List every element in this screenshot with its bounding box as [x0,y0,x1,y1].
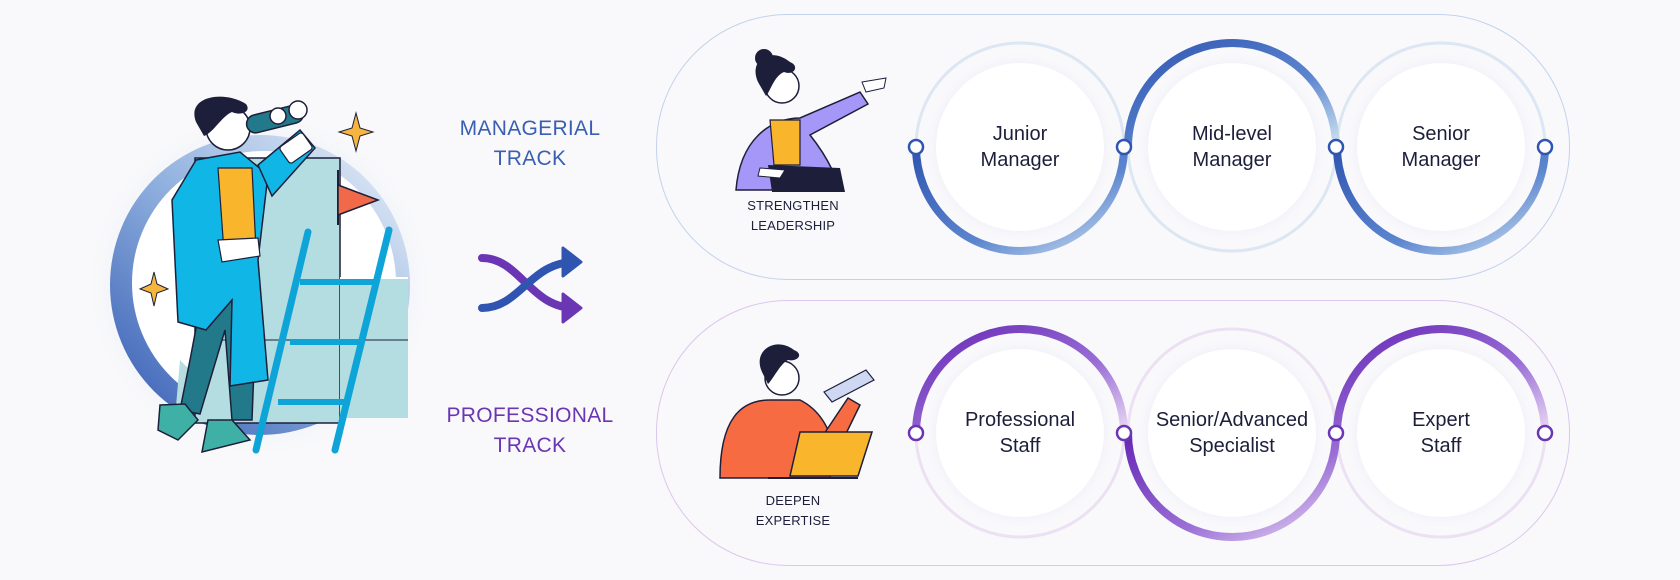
stage-label-line2: Manager [1192,149,1272,171]
stage-label-line1: Senior [1412,123,1470,145]
professional-caption: DEEPEN EXPERTISE [723,491,863,531]
managerial-caption-line2: LEADERSHIP [750,218,836,233]
professional-caption-line1: DEEPEN [765,493,821,508]
main-illustration [85,96,435,460]
managerial-caption: STRENGTHEN LEADERSHIP [723,196,863,236]
stage-label-line2: Staff [999,435,1041,457]
professional-track-label: PROFESSIONAL TRACK [430,401,630,461]
managerial-track-label-line2: TRACK [493,147,567,170]
stage-senior-advanced-specialist: Senior/Advanced Specialist [1148,349,1316,517]
shuffle-arrows-icon [478,246,583,324]
stage-label-line2: Manager [980,149,1060,171]
stage-label-line2: Specialist [1189,435,1275,457]
stage-label-line1: Professional [964,409,1076,431]
professional-track-label-line1: PROFESSIONAL [446,404,614,427]
stage-junior-manager: Junior Manager [936,63,1104,231]
managerial-track-label-line1: MANAGERIAL [459,117,601,140]
stage-label-line2: Staff [1420,435,1462,457]
managerial-caption-line1: STRENGTHEN [747,198,839,213]
professional-caption-line2: EXPERTISE [755,513,831,528]
stage-label-line1: Mid-level [1191,123,1273,145]
stage-label-line1: Junior [992,123,1048,145]
stage-senior-manager: Senior Manager [1357,63,1525,231]
stage-label-line2: Manager [1401,149,1481,171]
stage-professional-staff: Professional Staff [936,349,1104,517]
stage-mid-level-manager: Mid-level Manager [1148,63,1316,231]
professional-track-label-line2: TRACK [493,434,567,457]
stage-label-line1: Senior/Advanced [1155,409,1309,431]
managerial-track-label: MANAGERIAL TRACK [430,114,630,174]
stage-expert-staff: Expert Staff [1357,349,1525,517]
stage-label-line1: Expert [1412,409,1470,431]
